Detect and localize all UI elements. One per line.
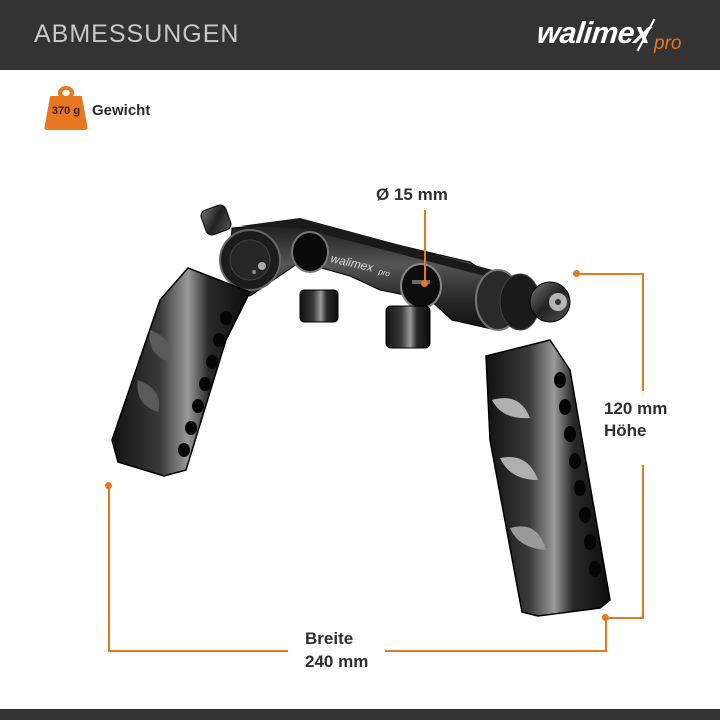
footer-bar [0, 709, 720, 720]
height-line-lower [642, 465, 644, 619]
brand-logo: walimex pro [535, 13, 697, 57]
width-value: 240 mm [305, 652, 369, 671]
width-line-right [385, 650, 607, 652]
width-line-right-vertical [605, 617, 607, 652]
width-right-dot [602, 614, 609, 621]
rod-clamp-bar: walimex pro [227, 218, 501, 349]
page-title: ABMESSUNGEN [34, 20, 240, 48]
weight-icon-body [44, 96, 88, 130]
right-handle [485, 339, 611, 617]
right-rosette [475, 269, 571, 331]
diameter-leader-line [424, 210, 426, 284]
height-label: Höhe [604, 421, 647, 440]
brand-suffix: pro [654, 33, 682, 54]
left-handle [111, 267, 252, 477]
diameter-leader-dot [421, 280, 428, 287]
width-line-left [108, 650, 288, 652]
height-value: 120 mm [604, 399, 668, 418]
height-bottom-tick [607, 617, 644, 619]
weight-icon: 370 g [44, 86, 88, 132]
width-label: Breite [305, 629, 354, 648]
left-rosette [200, 204, 281, 291]
height-line-upper [642, 273, 644, 391]
weight-label: Gewicht [92, 102, 151, 119]
height-top-tick [576, 273, 644, 275]
weight-value: 370 g [51, 105, 81, 117]
svg-text:pro: pro [377, 267, 392, 279]
header-bar: ABMESSUNGEN walimex pro [0, 0, 720, 70]
diameter-label: Ø 15 mm [376, 185, 448, 204]
width-line-left-vertical [108, 485, 110, 652]
